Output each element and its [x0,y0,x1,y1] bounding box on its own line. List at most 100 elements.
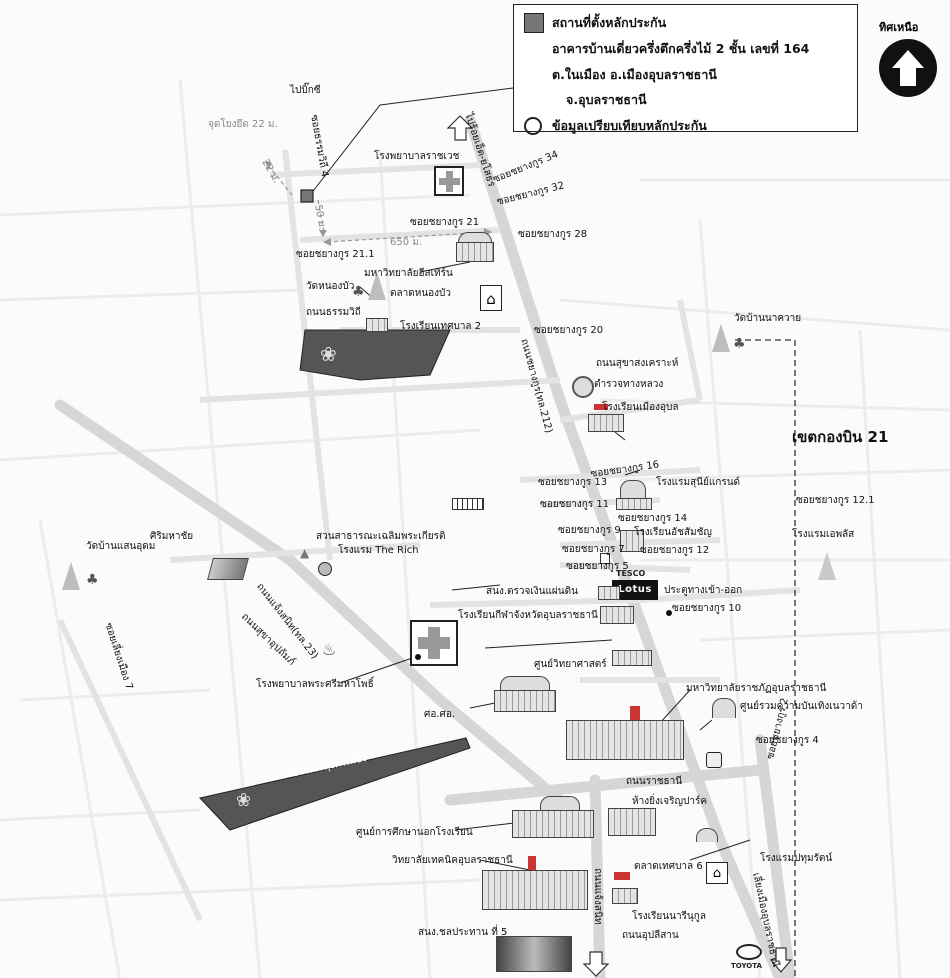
hospital-marker-icon [415,654,421,660]
label-wat-ban-saen-udom: วัดบ้านแสนอุดม [86,541,156,552]
label-soi-chayangkun10: ซอยชยางกูร 10 [672,603,742,614]
charoen-plaza-icon [608,808,656,836]
label-soi-chayangkun7: ซอยชยางกูร 7 [562,544,625,555]
label-irrigation-office5: สนง.ชลประทาน ที่ 5 [418,927,508,938]
sirimahachai-icon [207,558,249,580]
tech-college-icon [482,870,588,910]
flag-icon [594,404,608,410]
rajabhat-university-icon [566,720,684,760]
label-to-bigc: ไปบิ๊กซี [290,85,321,96]
label-dist-650m: 650 ม. [390,237,423,248]
wat-na-kwai-icon [712,324,730,352]
wat-saen-udom-icon [62,562,80,590]
buddha-icon: ♣ [352,284,365,300]
label-soi-chayangkun21-1: ซอยชยางกูร 21.1 [296,249,375,260]
label-soi-chayangkun12-1: ซอยชยางกูร 12.1 [796,495,875,506]
label-soi-chayangkun4: ซอยชยางกูร 4 [756,735,819,746]
label-air-force-21: เขตกองบิน 21 [792,428,889,446]
north-label: ทิศเหนือ [879,21,919,34]
label-charoen-plaza: ห้างยิ่งเจริญปาร์ค [632,796,708,807]
label-soi-chayangkun11: ซอยชยางกูร 11 [540,499,610,510]
nevada-icon [712,698,736,718]
label-ap-hotel: โรงแรมเอพลัส [792,529,855,540]
eastern-university-icon [456,242,494,262]
label-sports-school: โรงเรียนกีฬาจังหวัดอุบลราชธานี [458,610,598,621]
sor-sor-roof-icon [500,676,550,690]
small-sign-icon [600,553,610,564]
muang-ubon-school-icon [588,414,624,432]
hospital-icon [410,620,458,666]
clock-icon [706,752,722,768]
sports-school-icon [600,606,634,624]
label-soi-chayangkun13: ซอยชยางกูร 13 [538,477,608,488]
label-patumrat-hotel: โรงแรมปทุมรัตน์ [760,853,833,864]
narinukun-flag-icon [614,872,630,880]
entrance-marker-icon [666,610,672,616]
label-soi-chayangkun5: ซอยชยางกูร 5 [566,561,629,572]
label-sunee-grand-hotel: โรงแรมสุนีย์แกรนด์ [656,477,741,488]
collateral-swatch-icon [524,13,544,33]
tree-icon: ❀ [320,342,337,366]
label-sappasit-prasong-hospital: โรงพยาบาลพระศรีมหาโพธิ์ [256,679,374,690]
label-entrance: ประตูทางเข้า-ออก [664,585,743,596]
label-sirimahachai: ศิริมหาชัย [150,531,194,542]
ap-hotel-icon [818,552,836,580]
irrigation-office-icon [496,936,572,972]
label-thammawithi-road: ถนนธรรมวิถี [306,307,361,318]
label-rajabhat-univ: มหาวิทยาลัยราชภัฏอุบลราชธานี [686,683,827,694]
buddha-icon-3: ♣ [86,572,99,588]
rajabhat-flag-icon [630,706,640,720]
label-the-rich-hotel: โรงแรม The Rich [338,545,419,556]
label-soi-chayangkun28: ซอยชยางกูร 28 [518,229,588,240]
sunee-grand-hotel-icon [616,498,652,510]
label-muang-ubon-school: โรงเรียนเมืองอุบล [602,402,679,413]
label-chaengsanit-road-2: ถนนแจ้งสนิท [592,868,603,925]
label-wat-ban-na-kwai: วัดบ้านนาควาย [734,313,802,324]
non-formal-center-icon [512,810,594,838]
tesco-logo-top: TESCO [616,569,646,578]
toyota-logo-icon [736,944,762,960]
label-ratchasan-school: โรงเรียนอัชสัมชัญ [634,527,712,538]
label-intersection-22m: จุดโยงยึด 22 ม. [208,119,278,130]
railway-icon [452,498,484,510]
park-tree-icon: ❀ [236,790,252,811]
label-nongbua-market: ตลาดหนองบัว [390,288,452,299]
label-soi-chayangkun14: ซอยชยางกูร 14 [618,513,688,524]
school-icon [366,318,388,332]
label-wat-nongbua: วัดหนองบัว [306,281,355,292]
lamp-icon: ♨ [322,640,337,659]
legend-collateral-location: สถานที่ตั้งหลักประกัน [552,15,667,30]
north-arrow-icon [879,39,937,97]
land-office-icon [598,586,620,600]
label-ratchathani-road: ถนนราชธานี [626,776,683,787]
label-entertainment-center: ศูนย์รวมความบันเทิงเนวาด้า [740,701,863,712]
tesco-lotus-icon: Lotus [612,580,658,600]
hotel-dome-icon [620,480,646,498]
label-sor-sor: ศอ.ศอ. [424,709,456,720]
science-center-icon [612,650,652,666]
toyota-label: TOYOTA [731,962,762,970]
north-indicator: ทิศเหนือ [879,18,937,97]
label-non-formal-center: ศูนย์การศึกษานอกโรงเรียน [356,827,473,838]
label-soi-chayangkun21: ซอยชยางกูร 21 [410,217,480,228]
sor-sor-building-icon [494,690,556,712]
label-narinukun-school: โรงเรียนนารีนุกูล [632,911,706,922]
rajavej-hospital-icon [434,166,464,196]
label-thetsaban2-school: โรงเรียนเทศบาล 2 [400,321,482,332]
police-badge-icon [572,376,594,398]
label-ubon-tech-college: วิทยาลัยเทคนิคอุบลราชธานี [392,855,513,866]
label-public-park: สวนสาธารณะเฉลิมพระเกียรติ [316,531,446,542]
buddha-icon-2: ♣ [733,336,746,352]
tech-flag-icon [528,856,536,870]
label-highway-police: ตำรวจทางหลวง [594,379,664,390]
label-thetsaban6-market: ตลาดเทศบาล 6 [634,861,703,872]
label-eastern-univ: มหาวิทยาลัยอีสเทิร์น [364,268,453,279]
university-roof-icon [458,232,492,242]
market-6-icon: ⌂ [706,862,728,884]
comparison-circle-icon [524,117,542,135]
legend-comparison-data: ข้อมูลเปรียบเทียบหลักประกัน [552,118,707,133]
hotel-rich-icon [318,562,332,576]
wat-nongbua-icon [368,272,386,300]
